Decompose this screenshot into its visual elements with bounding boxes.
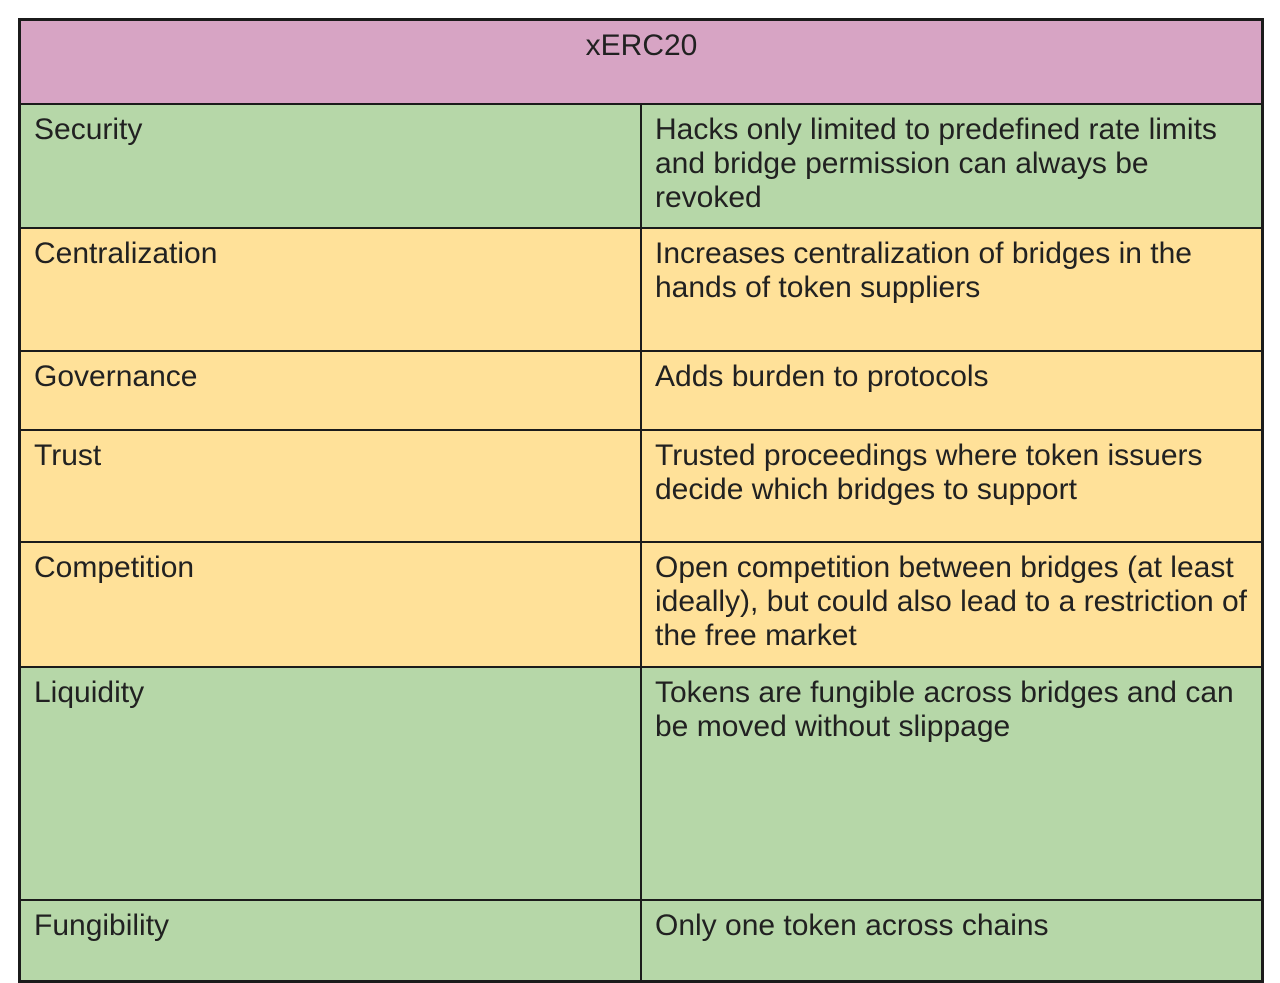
row-label-liquidity: Liquidity	[18, 666, 642, 901]
table-row: Liquidity Tokens are fungible across bri…	[18, 666, 1264, 901]
row-value-security: Hacks only limited to predefined rate li…	[640, 103, 1264, 229]
row-label-security: Security	[18, 103, 642, 229]
table-row: Fungibility Only one token across chains	[18, 899, 1264, 983]
table-row: Security Hacks only limited to predefine…	[18, 103, 1264, 229]
row-value-governance: Adds burden to protocols	[640, 350, 1264, 431]
table-row: Trust Trusted proceedings where token is…	[18, 429, 1264, 543]
row-label-trust: Trust	[18, 429, 642, 543]
row-value-trust: Trusted proceedings where token issuers …	[640, 429, 1264, 543]
table-row: Competition Open competition between bri…	[18, 541, 1264, 668]
table-header: xERC20	[18, 18, 1264, 105]
row-value-centralization: Increases centralization of bridges in t…	[640, 227, 1264, 352]
table-body: Security Hacks only limited to predefine…	[18, 103, 1264, 983]
table-title: xERC20	[18, 18, 1264, 105]
row-label-competition: Competition	[18, 541, 642, 668]
table-row: Centralization Increases centralization …	[18, 227, 1264, 352]
row-label-governance: Governance	[18, 350, 642, 431]
row-label-centralization: Centralization	[18, 227, 642, 352]
table-header-row: xERC20	[18, 18, 1264, 105]
comparison-table-container: xERC20 Security Hacks only limited to pr…	[18, 18, 1264, 983]
table-row: Governance Adds burden to protocols	[18, 350, 1264, 431]
row-value-competition: Open competition between bridges (at lea…	[640, 541, 1264, 668]
row-value-liquidity: Tokens are fungible across bridges and c…	[640, 666, 1264, 901]
xerc20-comparison-table: xERC20 Security Hacks only limited to pr…	[18, 18, 1264, 983]
row-label-fungibility: Fungibility	[18, 899, 642, 983]
row-value-fungibility: Only one token across chains	[640, 899, 1264, 983]
